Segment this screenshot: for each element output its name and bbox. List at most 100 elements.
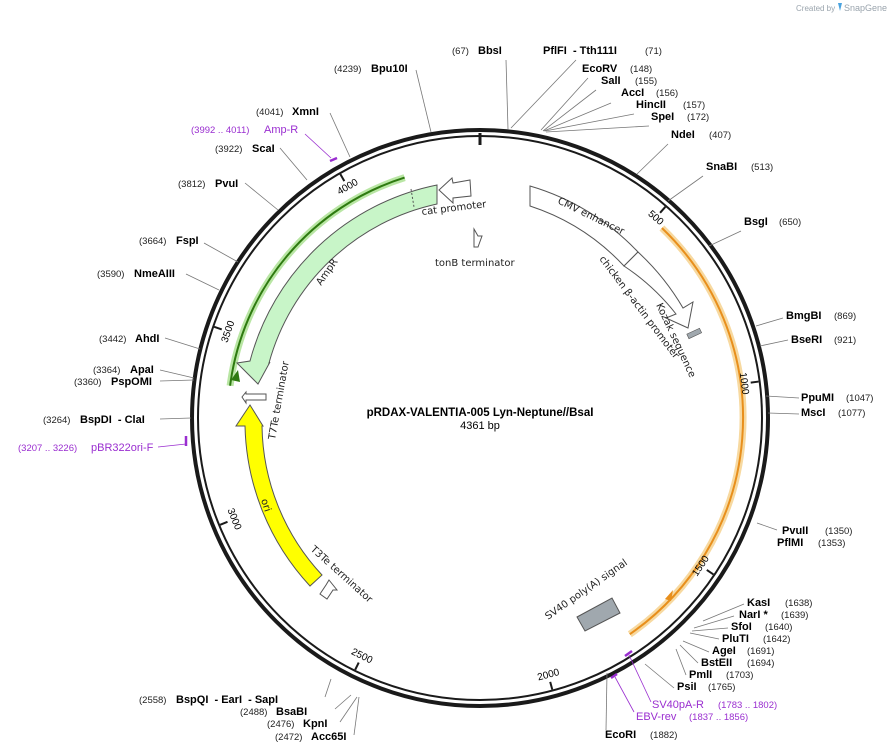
site-ndei: NdeI	[671, 129, 695, 141]
label-tonb-terminator: tonB terminator	[435, 258, 515, 269]
site-pos-ecori: (1882)	[650, 730, 677, 741]
site-ecorv: EcoRV	[582, 63, 618, 75]
amp-region	[226, 174, 406, 387]
neptune-region	[627, 225, 747, 638]
label-ori: ori	[258, 498, 272, 514]
label-t7te-terminator: T7Te terminator	[267, 360, 292, 442]
chicken-beta-actin-promoter-arrow	[623, 251, 694, 329]
site-pmli: PmlI	[689, 669, 712, 681]
site-bseri: BseRI	[791, 334, 822, 346]
site-pos-sfoi: (1640)	[765, 622, 792, 633]
tick-mark	[339, 173, 346, 182]
primer-range-ebv-rev: (1837 .. 1856)	[689, 712, 748, 723]
tick-label: 2500	[349, 647, 374, 667]
site-pos-fspi: (3664)	[139, 236, 166, 247]
site-pos-agei: (1691)	[747, 646, 774, 657]
tick-mark	[706, 569, 714, 576]
site-bsgi: BsgI	[744, 216, 768, 228]
site-hincii: HincII	[636, 99, 666, 111]
site-pos-pvui: (3812)	[178, 179, 205, 190]
site-pos-bseri: (921)	[834, 335, 856, 346]
site-acci: AccI	[621, 87, 644, 99]
primer-sv40pa-r: SV40pA-R	[652, 699, 704, 711]
site-pos-pvuii: (1350)	[825, 526, 852, 537]
site-acc65i: Acc65I	[311, 731, 346, 743]
tick-mark	[549, 681, 554, 690]
site-scai: ScaI	[252, 143, 275, 155]
ampr-arrow	[235, 184, 438, 385]
site-pos-scai: (3922)	[215, 144, 242, 155]
site-bsteii: BstEII	[701, 657, 732, 669]
site-pos-kasi: (1638)	[785, 598, 812, 609]
site-pos-acci: (156)	[656, 88, 678, 99]
plasmid-title: pRDAX-VALENTIA-005 Lyn-Neptune//BsaI	[367, 407, 594, 419]
primer-pbr322ori: pBR322ori-F	[91, 442, 154, 454]
site-pos-sali: (155)	[635, 76, 657, 87]
site-sali: SalI	[601, 75, 621, 87]
site-msci: MscI	[801, 407, 825, 419]
tick-label: 1000	[737, 372, 751, 396]
site-pflmi: PflMI	[777, 537, 803, 549]
site-pos-bbsi: (67)	[452, 46, 469, 57]
plasmid-length: 4361 bp	[460, 420, 500, 432]
site-pos-spei: (172)	[687, 112, 709, 123]
site-bpu10i: Bpu10I	[371, 63, 408, 75]
site-agei: AgeI	[712, 645, 736, 657]
snapgene-logo-icon	[838, 3, 842, 11]
site-pos-pmli: (1703)	[726, 670, 753, 681]
site-pos-snabi: (513)	[751, 162, 773, 173]
tick-label: 3500	[220, 319, 238, 344]
site-pos-bpu10i: (4239)	[334, 64, 361, 75]
site-pflfi-tth111i: PflFI - Tth111I	[543, 45, 617, 57]
tick-label: 1500	[690, 554, 712, 579]
credit-prefix: Created by	[796, 4, 835, 13]
t3te-terminator-arrow	[319, 579, 339, 600]
tick-mark	[750, 380, 759, 384]
site-leaders	[159, 59, 800, 736]
credit-brand: SnapGene	[844, 3, 887, 13]
site-pos-bsgi: (650)	[779, 217, 801, 228]
site-kasi: KasI	[747, 597, 770, 609]
site-pos-hincii: (157)	[683, 100, 705, 111]
primer-labels: (3992 .. 4011) Amp-R (3207 .. 3226) pBR3…	[18, 124, 777, 723]
site-bbsi: BbsI	[478, 45, 502, 57]
site-pvuii: PvuII	[782, 525, 808, 537]
site-pos-apai: (3364)	[93, 365, 120, 376]
site-pos-bspdi: (3264)	[43, 415, 70, 426]
site-pos-psii: (1765)	[708, 682, 735, 693]
tick-label: 500	[646, 209, 666, 229]
primer-range-sv40pa-r: (1783 .. 1802)	[718, 700, 777, 711]
tonb-terminator-arrow	[473, 227, 483, 248]
site-sfoi: SfoI	[731, 621, 752, 633]
site-fspi: FspI	[176, 235, 199, 247]
site-nmeaiii: NmeAIII	[134, 268, 175, 280]
site-psii: PsiI	[677, 681, 697, 693]
cat-promoter-arrow	[438, 177, 472, 205]
primer-ampr: Amp-R	[264, 124, 298, 136]
ampr-divider	[410, 188, 415, 208]
sv40-polya-box	[576, 597, 621, 632]
site-pspomi: PspOMI	[111, 376, 152, 388]
site-bsabi: BsaBI	[276, 706, 307, 718]
tick-mark	[213, 325, 223, 331]
ori-arrow	[235, 404, 323, 587]
site-ppumi: PpuMI	[801, 392, 834, 404]
site-nari: NarI *	[739, 609, 768, 621]
site-xmni: XmnI	[292, 106, 319, 118]
t7te-terminator-arrow	[241, 390, 267, 405]
site-ecori: EcoRI	[605, 729, 636, 741]
site-pos-pflfi: (71)	[645, 46, 662, 57]
site-labels: (67) BbsI PflFI - Tth111I (71) EcoRV (14…	[43, 45, 873, 743]
site-pos-nmeaiii: (3590)	[97, 269, 124, 280]
primer-leaders	[157, 133, 652, 713]
tick-label: 2000	[536, 667, 561, 683]
site-pos-pspomi: (3360)	[74, 377, 101, 388]
backbone-outer	[190, 128, 770, 708]
site-pos-acc65i: (2472)	[275, 732, 302, 743]
site-pos-ndei: (407)	[709, 130, 731, 141]
site-pos-msci: (1077)	[838, 408, 865, 419]
site-bspqi-eari-sapi: BspQI - EarI - SapI	[176, 694, 278, 706]
site-pos-nari: (1639)	[781, 610, 808, 621]
site-pos-bmgbi: (869)	[834, 311, 856, 322]
primer-ebv-rev: EBV-rev	[636, 711, 677, 723]
